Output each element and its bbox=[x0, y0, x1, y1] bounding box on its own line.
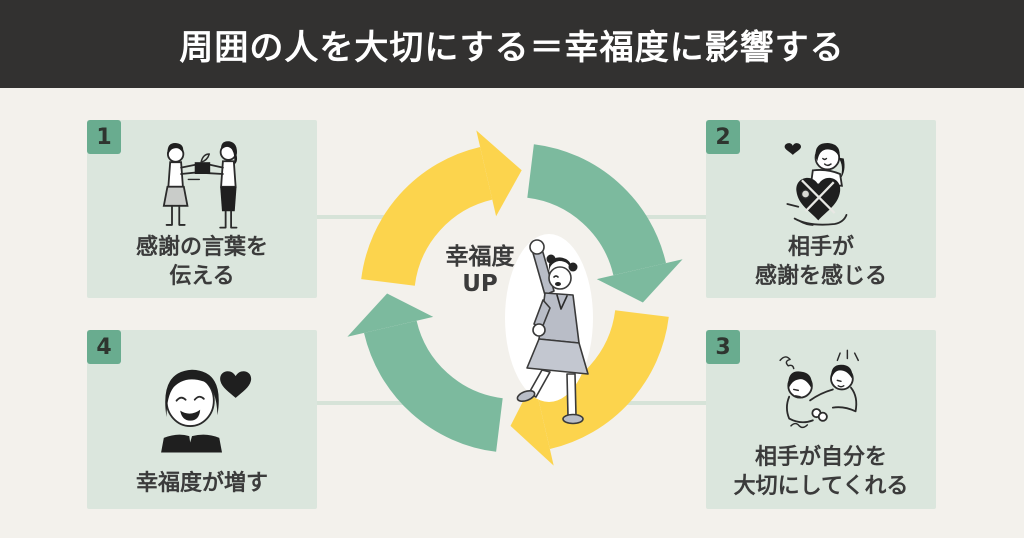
cycle-center-label-line2: UP bbox=[462, 271, 498, 297]
title-bar: 周囲の人を大切にする＝幸福度に影響する bbox=[0, 0, 1024, 88]
cycle-arrowhead-right bbox=[596, 259, 683, 303]
gift-exchange-illustration bbox=[162, 141, 238, 229]
cheering-person-illustration bbox=[505, 234, 593, 425]
cycle-center-label-line1: 幸福度 bbox=[445, 244, 515, 270]
step-number-badge: 2 bbox=[706, 120, 740, 154]
cycle-arrow-bottom-left bbox=[363, 319, 504, 452]
step-number-badge: 3 bbox=[706, 330, 740, 364]
cycle-arrow-bottom-right bbox=[536, 309, 669, 450]
step-number-badge: 1 bbox=[87, 120, 121, 154]
step-card-3: 3 相手が自分を 大切にしてくれる bbox=[706, 330, 936, 509]
step-card-label: 相手が自分を 大切にしてくれる bbox=[733, 445, 909, 499]
step-card-label: 感謝の言葉を 伝える bbox=[135, 235, 268, 289]
step-number-badge: 4 bbox=[87, 330, 121, 364]
happiness-cycle-diagram bbox=[347, 130, 683, 466]
cycle-arrow-top-left bbox=[361, 146, 494, 287]
cycle-arrows bbox=[347, 130, 683, 466]
connector-line-bottom-left bbox=[317, 401, 417, 405]
being-cared-for-illustration bbox=[779, 349, 860, 429]
happy-face-with-heart-illustration bbox=[161, 369, 252, 453]
cycle-center-label: 幸福度 UP bbox=[420, 244, 540, 298]
step-card-label: 幸福度が増す bbox=[135, 471, 268, 496]
step-card-1: 1 感謝の言葉を 伝える bbox=[87, 120, 317, 298]
cycle-arrow-top-right bbox=[526, 144, 667, 277]
connector-line-bottom-right bbox=[607, 401, 706, 405]
cycle-arrowhead-left bbox=[347, 293, 434, 337]
step-card-label: 相手が 感謝を感じる bbox=[754, 235, 887, 289]
connector-line-top-right bbox=[607, 215, 706, 219]
receiving-heart-gift-illustration bbox=[784, 143, 848, 226]
connector-line-top-left bbox=[317, 215, 417, 219]
cycle-arrowhead-bottom bbox=[510, 379, 554, 466]
cycle-arrowhead-top bbox=[476, 130, 522, 217]
page-title: 周囲の人を大切にする＝幸福度に影響する bbox=[179, 27, 845, 68]
step-card-2: 2 相手が 感謝を感じる bbox=[706, 120, 936, 298]
step-card-4: 4 幸福度が増す bbox=[87, 330, 317, 509]
